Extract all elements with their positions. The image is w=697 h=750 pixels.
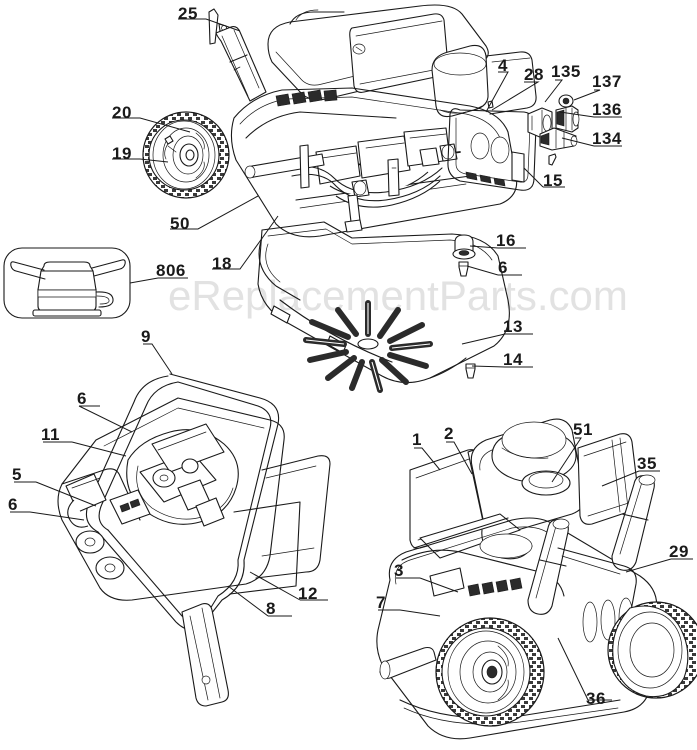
callout-15[interactable]: 15 [543, 171, 563, 190]
handle-panel-15 [447, 100, 537, 191]
part-6-screw-upper [458, 261, 469, 277]
callout-20[interactable]: 20 [112, 103, 132, 122]
callout-25[interactable]: 25 [178, 4, 198, 23]
callout-136[interactable]: 136 [592, 100, 622, 119]
callout-4[interactable]: 4 [498, 56, 508, 75]
callout-18[interactable]: 18 [212, 254, 232, 273]
unit-vents [467, 577, 523, 597]
callout-35[interactable]: 35 [637, 454, 657, 473]
callout-7[interactable]: 7 [376, 593, 386, 612]
part-14-screw [465, 363, 476, 379]
part-16-cap [452, 234, 476, 260]
front-wheel-upper [142, 111, 230, 199]
callout-36[interactable]: 36 [586, 689, 606, 708]
callout-6-upper[interactable]: 6 [498, 258, 508, 277]
oil-can-inset-box [3, 247, 131, 319]
callout-6-frame[interactable]: 6 [77, 389, 87, 408]
callout-806[interactable]: 806 [156, 261, 186, 280]
part-small-pin-lower [548, 153, 557, 166]
shroud-vents [275, 89, 338, 107]
callout-12[interactable]: 12 [298, 584, 318, 603]
callout-2[interactable]: 2 [444, 424, 454, 443]
callout-1[interactable]: 1 [412, 430, 422, 449]
part-135-fitting [555, 105, 580, 133]
callout-50[interactable]: 50 [170, 214, 190, 233]
callout-51[interactable]: 51 [573, 420, 593, 439]
callout-137[interactable]: 137 [592, 72, 622, 91]
upper-handle-tube [215, 26, 267, 102]
fan-blade-assembly [303, 300, 433, 393]
callout-134[interactable]: 134 [592, 129, 622, 148]
callout-135[interactable]: 135 [551, 62, 581, 81]
main-assembly-upper-housing [267, 4, 537, 118]
callout-9[interactable]: 9 [141, 327, 151, 346]
callout-8[interactable]: 8 [266, 599, 276, 618]
callout-11[interactable]: 11 [41, 425, 60, 444]
callout-13[interactable]: 13 [503, 317, 523, 336]
part-25-pin [208, 8, 228, 45]
callout-5[interactable]: 5 [12, 465, 22, 484]
part-137-washer [558, 94, 574, 108]
callout-28[interactable]: 28 [524, 65, 544, 84]
callout-leader-lines [10, 18, 693, 701]
complete-unit-assembly [376, 418, 697, 740]
callout-16[interactable]: 16 [496, 231, 516, 250]
internal-pump-linkage [244, 127, 458, 233]
callout-3[interactable]: 3 [394, 561, 404, 580]
lower-left-machine-body [57, 397, 331, 707]
callout-6-lower[interactable]: 6 [8, 495, 18, 514]
callout-14[interactable]: 14 [503, 350, 523, 369]
callout-19[interactable]: 19 [112, 144, 132, 163]
callout-29[interactable]: 29 [669, 542, 689, 561]
